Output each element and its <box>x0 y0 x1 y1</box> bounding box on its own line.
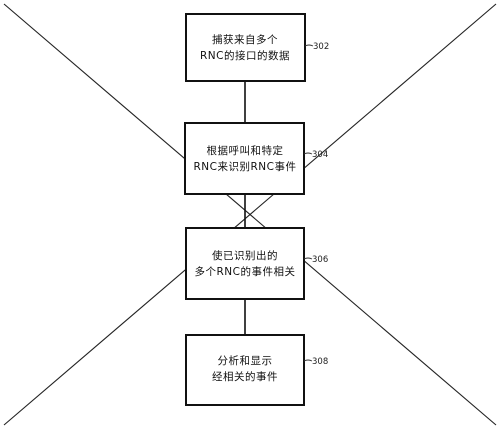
step-302-line-1: 捕获来自多个 <box>212 33 278 46</box>
leader-304 <box>303 152 313 155</box>
step-302-line-2: RNC的接口的数据 <box>200 49 290 62</box>
ref-label-304: 304 <box>312 150 328 160</box>
leader-308 <box>303 359 313 362</box>
step-306-line-2: 多个RNC的事件相关 <box>195 265 296 278</box>
ref-label-308: 308 <box>312 357 328 367</box>
leader-302 <box>304 44 314 47</box>
step-box-304: 根据呼叫和特定 RNC来识别RNC事件 <box>184 122 305 195</box>
step-304-line-2: RNC来识别RNC事件 <box>194 160 297 173</box>
step-306-line-1: 使已识别出的 <box>212 249 278 262</box>
step-304-line-1: 根据呼叫和特定 <box>207 144 284 157</box>
cross-line-ascending <box>3 3 497 426</box>
step-box-302: 捕获来自多个 RNC的接口的数据 <box>185 13 306 82</box>
ref-label-306: 306 <box>312 255 328 265</box>
step-308-line-1: 分析和显示 <box>218 354 273 367</box>
leader-306 <box>303 257 313 260</box>
ref-label-302: 302 <box>313 42 329 52</box>
step-308-line-2: 经相关的事件 <box>212 370 278 383</box>
step-box-308: 分析和显示 经相关的事件 <box>185 334 305 406</box>
step-box-306: 使已识别出的 多个RNC的事件相关 <box>185 227 305 300</box>
